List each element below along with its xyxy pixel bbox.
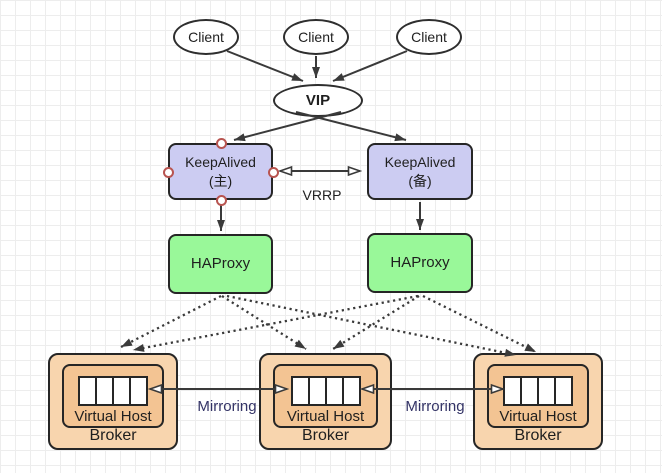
vip-label: VIP [305, 92, 331, 109]
haproxy-left-node[interactable]: HAProxy [168, 234, 273, 294]
edge-haproxyR-broker1 [132, 294, 419, 352]
queue-icon [290, 376, 361, 406]
client-node-1[interactable]: Client [173, 19, 239, 55]
connection-point-left[interactable] [163, 167, 174, 178]
mirroring-label-left: Mirroring [197, 398, 257, 415]
keepalived-name: KeepAlived [185, 154, 256, 171]
connection-point-bottom[interactable] [216, 195, 227, 206]
queue-cell [344, 378, 359, 404]
virtual-host-label: Virtual Host [74, 408, 152, 425]
haproxy-label: HAProxy [190, 255, 251, 273]
vrrp-label: VRRP [302, 187, 342, 203]
queue-cell [97, 378, 114, 404]
queue-cell [556, 378, 571, 404]
client-label: Client [411, 29, 447, 45]
broker-node-2[interactable]: Virtual Host Broker [259, 353, 392, 450]
queue-cell [539, 378, 556, 404]
virtual-host-box[interactable]: Virtual Host [273, 364, 378, 428]
connection-point-right[interactable] [268, 167, 279, 178]
queue-icon [503, 376, 573, 406]
keepalived-backup-node[interactable]: KeepAlived (备) [367, 143, 473, 200]
broker-label: Broker [514, 427, 562, 444]
queue-cell [293, 378, 310, 404]
queue-cell [505, 378, 522, 404]
broker-label: Broker [89, 427, 137, 444]
edge-haproxyL-broker2 [221, 295, 307, 350]
edge-client1-vip [226, 50, 304, 82]
mirroring-label-right: Mirroring [405, 398, 465, 415]
vip-node[interactable]: VIP [273, 84, 363, 117]
client-label: Client [298, 29, 334, 45]
queue-icon [78, 376, 148, 406]
queue-cell [310, 378, 327, 404]
client-node-2[interactable]: Client [283, 19, 349, 55]
keepalived-role: (主) [208, 172, 233, 189]
client-label: Client [188, 29, 224, 45]
edge-haproxyL-broker3 [226, 294, 517, 357]
edge-haproxyL-broker1 [120, 294, 222, 349]
virtual-host-box[interactable]: Virtual Host [487, 364, 589, 428]
keepalived-name: KeepAlived [384, 154, 456, 171]
edge-haproxyR-broker2 [332, 295, 420, 350]
virtual-host-label: Virtual Host [499, 408, 577, 425]
edge-haproxyR-broker3 [422, 294, 537, 354]
queue-cell [80, 378, 97, 404]
edge-client3-vip [332, 50, 408, 82]
connection-point-top[interactable] [216, 138, 227, 149]
haproxy-right-node[interactable]: HAProxy [367, 233, 473, 293]
keepalived-primary-node[interactable]: KeepAlived (主) [168, 143, 273, 200]
broker-node-3[interactable]: Virtual Host Broker [473, 353, 603, 450]
broker-label: Broker [301, 427, 350, 444]
broker-node-1[interactable]: Virtual Host Broker [48, 353, 178, 450]
queue-cell [131, 378, 146, 404]
queue-cell [114, 378, 131, 404]
queue-cell [522, 378, 539, 404]
virtual-host-box[interactable]: Virtual Host [62, 364, 164, 428]
client-node-3[interactable]: Client [396, 19, 462, 55]
queue-cell [327, 378, 344, 404]
virtual-host-label: Virtual Host [286, 408, 365, 425]
haproxy-label: HAProxy [390, 254, 450, 272]
keepalived-role: (备) [408, 172, 432, 189]
